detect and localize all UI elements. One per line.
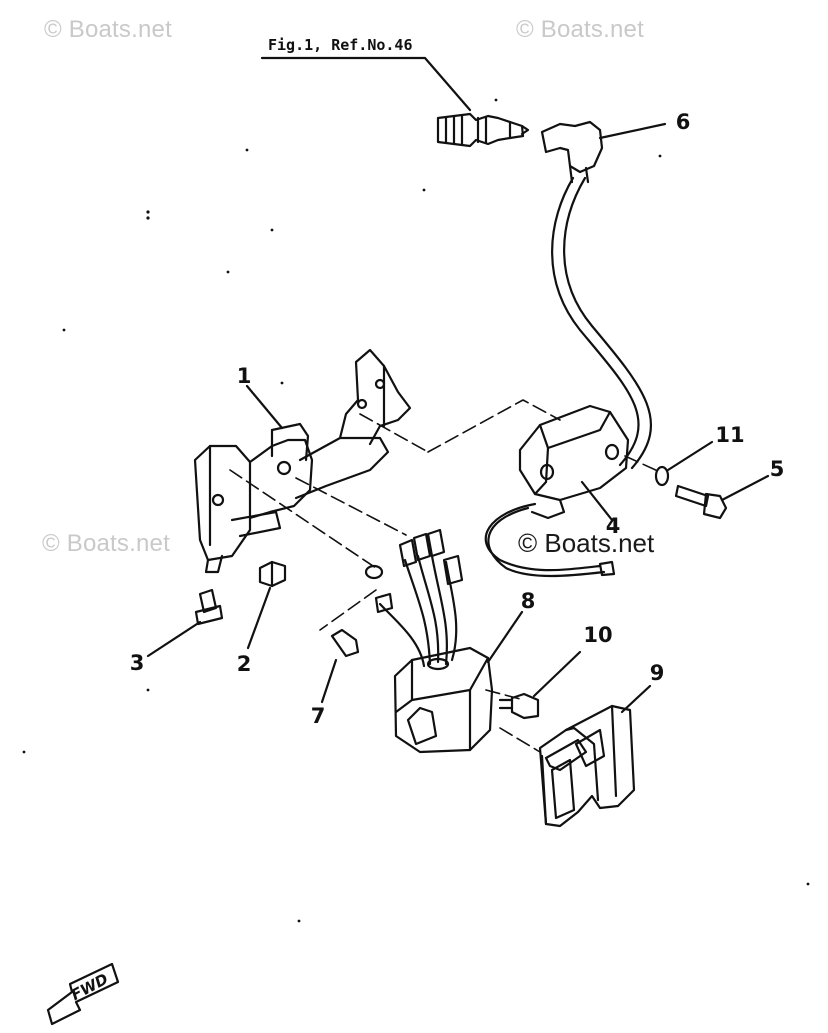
spark-plug-cap-icon (540, 120, 604, 184)
part-callout-7: 7 (310, 704, 326, 728)
washer-icon (654, 465, 670, 487)
callout-7-leader (320, 658, 338, 704)
part-callout-11: 11 (715, 423, 745, 447)
callout-10-leader (532, 650, 582, 698)
screw-3-icon (194, 588, 224, 626)
part-callout-10: 10 (583, 623, 613, 647)
figure-reference-label: Fig.1, Ref.No.46 (268, 36, 413, 54)
part-callout-8: 8 (520, 589, 536, 613)
callout-8-leader (486, 610, 524, 664)
callout-6-leader (598, 122, 667, 140)
fwd-arrow-icon (46, 962, 120, 1026)
assembly-lines (229, 399, 661, 753)
watermark-mid-left: © Boats.net (42, 530, 170, 557)
bolt-10-icon (498, 692, 540, 720)
callout-9-leader (620, 684, 652, 714)
watermark-mid-right: © Boats.net (518, 528, 655, 558)
spark-plug-icon (436, 112, 530, 148)
part-callout-3: 3 (129, 651, 145, 675)
wiring-harness-icon (364, 528, 464, 668)
callout-5-leader (720, 474, 770, 502)
ignition-coil-icon (518, 404, 630, 520)
callout-11-leader (666, 440, 714, 472)
part-callout-1: 1 (236, 364, 252, 388)
callout-2-leader (246, 586, 272, 650)
watermark-top-right: © Boats.net (516, 16, 644, 43)
coil-ground-wire (484, 502, 602, 572)
part-callout-6: 6 (675, 110, 691, 134)
callout-1-leader (245, 384, 284, 430)
part-callout-4: 4 (605, 514, 621, 538)
high-tension-wire (551, 176, 640, 467)
part-callout-5: 5 (769, 457, 785, 481)
callout-3-leader (146, 620, 202, 658)
part-callout-9: 9 (649, 661, 665, 685)
part-callout-2: 2 (236, 652, 252, 676)
cdi-unit-icon (393, 646, 494, 754)
mounting-bracket-icon (193, 348, 412, 574)
fig-ref-leader-line (260, 56, 472, 112)
cdi-cover-icon (538, 704, 636, 828)
scan-speckles (22, 98, 810, 923)
screw-7-icon (330, 628, 360, 658)
grommet-icon (258, 560, 287, 588)
callout-4-leader (580, 480, 614, 522)
bolt-5-icon (674, 484, 728, 520)
watermark-top-left: © Boats.net (44, 16, 172, 43)
